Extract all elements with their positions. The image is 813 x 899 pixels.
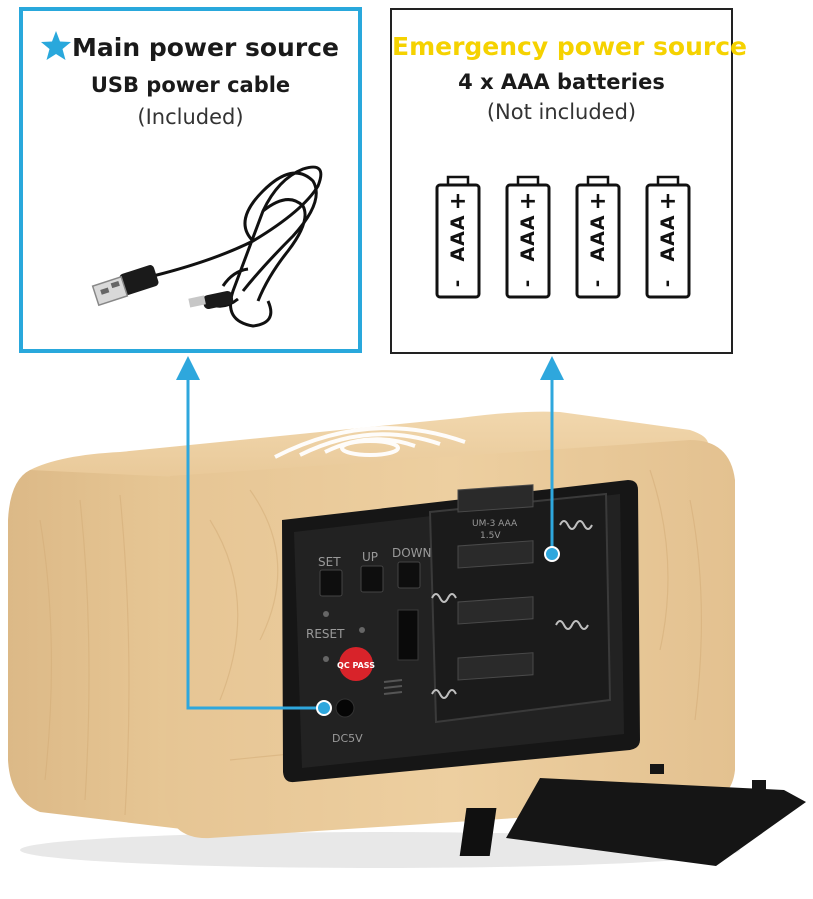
- arrow-usb: [186, 372, 322, 710]
- battery-group: +AAA-+AAA-+AAA-+AAA-: [434, 175, 694, 305]
- main-power-line2: (Included): [137, 105, 244, 129]
- up-button: [360, 565, 384, 593]
- battery-outline: [435, 175, 481, 299]
- arrow-usb-dot: [316, 700, 332, 716]
- battery-springs: [431, 520, 593, 699]
- battery-minus: -: [517, 279, 539, 288]
- battery-label: AAA: [517, 213, 539, 262]
- arrow-battery-dot: [544, 546, 560, 562]
- usb-plug: [91, 265, 159, 307]
- battery-plus: +: [588, 189, 608, 214]
- battery-icon: +AAA -: [644, 175, 692, 300]
- arrow-battery-head: [540, 356, 564, 380]
- emergency-power-line2: (Not included): [486, 100, 637, 124]
- battery-cover: [506, 778, 806, 866]
- emergency-power-panel: Emergency power source 4 x AAA batteries…: [390, 8, 747, 354]
- battery-icon: +AAA -: [504, 175, 552, 300]
- qc-sticker: [339, 647, 373, 681]
- battery-minus: -: [657, 279, 679, 288]
- label-set: SET: [318, 555, 341, 569]
- emergency-power-title: Emergency power source: [392, 32, 747, 61]
- battery-slots: [457, 484, 534, 681]
- battery-label: AAA: [587, 213, 609, 262]
- control-buttons: [319, 561, 421, 695]
- wireless-charging-icon: [274, 426, 466, 459]
- label-down: DOWN: [392, 546, 432, 560]
- slot-voltage: 1.5V: [480, 531, 501, 541]
- down-button: [397, 561, 421, 589]
- battery-outline: [505, 175, 551, 299]
- battery-plus: +: [448, 189, 468, 214]
- main-power-line1: USB power cable: [90, 73, 291, 97]
- label-reset: RESET: [306, 627, 345, 641]
- usb-cable-icon: [91, 165, 323, 328]
- barrel-plug: [188, 290, 234, 310]
- battery-outline: [575, 175, 621, 299]
- main-power-panel: Main power source USB power cable (Inclu…: [19, 7, 362, 353]
- main-power-title: Main power source: [72, 33, 339, 62]
- emergency-power-line1: 4 x AAA batteries: [458, 70, 665, 94]
- battery-label: AAA: [447, 213, 469, 262]
- dc-jack: [335, 698, 355, 718]
- battery-icon: +AAA -: [434, 175, 482, 300]
- battery-plus: +: [518, 189, 538, 214]
- battery-minus: -: [587, 279, 609, 288]
- label-dc: DC5V: [332, 732, 363, 745]
- star-icon: [41, 31, 71, 60]
- wood-side: [8, 470, 190, 830]
- arrow-usb-head: [176, 356, 200, 380]
- battery-icon: +AAA -: [574, 175, 622, 300]
- set-button: [319, 569, 343, 597]
- reset-hole: [323, 611, 329, 617]
- battery-minus: -: [447, 279, 469, 288]
- label-up: UP: [362, 550, 378, 564]
- slot-label: UM-3 AAA: [472, 519, 518, 529]
- battery-plus: +: [658, 189, 678, 214]
- qc-sticker-text: QC PASS: [337, 661, 375, 670]
- battery-label: AAA: [657, 213, 679, 262]
- battery-outline: [645, 175, 691, 299]
